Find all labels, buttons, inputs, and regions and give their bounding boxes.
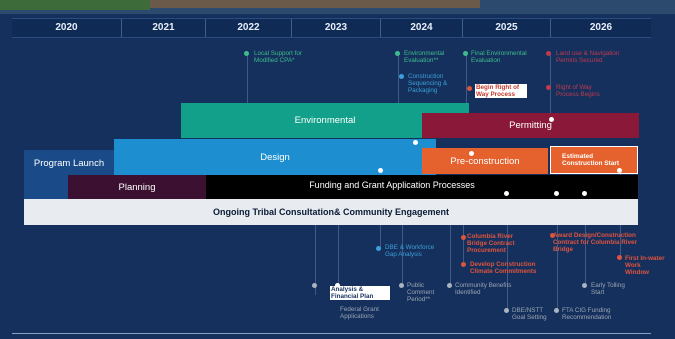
milestone-dot — [447, 283, 452, 288]
note-award-contract: Award Design/Construction Contract for C… — [553, 232, 637, 253]
milestone-dot — [312, 283, 317, 288]
top-photo-strip — [0, 0, 675, 14]
milestone-dot — [554, 191, 559, 196]
bar-funding: Funding and Grant Application Processes — [206, 175, 638, 199]
note-columbia-contract: Columbia River Bridge Contract Procureme… — [467, 233, 515, 254]
milestone-dot — [546, 85, 551, 90]
bar-estimated-construction-start: Estimated Construction Start — [550, 146, 638, 174]
connector-line — [507, 192, 508, 312]
photo-foliage — [0, 0, 150, 10]
milestone-dot — [463, 51, 468, 56]
connector-line — [402, 225, 403, 285]
note-construction-sequencing: Construction Sequencing & Packaging — [408, 73, 448, 94]
connector-line — [463, 225, 464, 265]
milestone-dot — [582, 191, 587, 196]
connector-line — [338, 225, 339, 295]
note-community-benefits: Community Benefits Identified — [455, 282, 512, 296]
milestone-dot — [546, 51, 551, 56]
bar-preconstruction: Pre-construction — [422, 148, 548, 174]
connector-line — [585, 192, 586, 287]
year-2024: 2024 — [381, 19, 463, 37]
milestone-dot — [617, 168, 622, 173]
milestone-dot — [395, 51, 400, 56]
milestone-dot — [399, 74, 404, 79]
note-local-support: Local Support for Modified CPA* — [254, 50, 302, 64]
milestone-dot — [504, 191, 509, 196]
year-2020: 2020 — [12, 19, 122, 37]
milestone-dot — [413, 140, 418, 145]
program-launch-label: Program Launch — [33, 157, 105, 169]
milestone-dot — [549, 117, 554, 122]
bar-planning: Planning — [68, 175, 206, 199]
estimated-construction-start-label: Estimated Construction Start — [562, 153, 620, 167]
connector-line — [247, 52, 248, 104]
bottom-rule — [12, 333, 651, 334]
milestone-dot — [378, 168, 383, 173]
milestone-dot — [399, 283, 404, 288]
note-begin-row: Begin Right of Way Process — [475, 84, 527, 98]
milestone-dot — [554, 308, 559, 313]
year-2026: 2026 — [589, 22, 613, 33]
bar-environmental: Environmental — [181, 103, 469, 138]
note-analysis-financial: Analysis & Financial Plan — [330, 286, 390, 300]
milestone-dot — [469, 151, 474, 156]
milestone-dot — [467, 86, 472, 91]
milestone-dot — [461, 235, 466, 240]
note-right-of-way: Right of Way Process Begins — [556, 84, 600, 98]
note-land-use: Land use & Navigation Permits Secured — [556, 50, 620, 64]
note-develop-commitments: Develop Construction Climate Commitments — [470, 261, 537, 275]
note-final-env-evaluation: Final Environmental Evaluation — [471, 50, 527, 64]
milestone-dot — [582, 283, 587, 288]
milestone-dot — [504, 308, 509, 313]
connector-line — [450, 225, 451, 285]
bar-design: Design — [114, 139, 436, 175]
photo-bridge — [150, 0, 480, 8]
milestone-dot — [550, 233, 555, 238]
note-dbe-nstt: DBE/NSTT Goal Setting — [512, 307, 547, 321]
funding-label: Funding and Grant Application Processes — [309, 180, 475, 190]
milestone-dot — [244, 51, 249, 56]
note-first-inwater: First In-water Work Window — [625, 255, 665, 276]
note-public-comment: Public Comment Period** — [407, 282, 435, 303]
milestone-dot — [335, 283, 340, 288]
year-2023: 2023 — [292, 19, 381, 37]
bar-permitting: Permitting — [422, 113, 639, 138]
note-workforce-gap: DBE & Workforce Gap Analysis — [385, 244, 435, 258]
connector-line — [557, 192, 558, 312]
connector-line — [398, 52, 399, 104]
year-2022: 2022 — [206, 19, 292, 37]
note-ftac-funding: FTA CIG Funding Recommendation — [562, 307, 612, 321]
year-2021: 2021 — [122, 19, 206, 37]
note-env-evaluation: Environmental Evaluation** — [404, 50, 445, 64]
milestone-dot — [461, 262, 466, 267]
connector-line — [315, 225, 316, 295]
year-2025: 2025 — [463, 19, 551, 37]
year-header: 2020 2021 2022 2023 2024 2025 2026 — [12, 18, 651, 38]
connector-line — [466, 52, 467, 104]
milestone-dot — [376, 246, 381, 251]
note-federal-grant: Federal Grant Applications — [340, 306, 379, 320]
milestone-dot — [617, 255, 622, 260]
note-early-tolling: Early Tolling Start — [591, 282, 625, 296]
bar-consultation: Ongoing Tribal Consultation& Community E… — [24, 199, 638, 225]
